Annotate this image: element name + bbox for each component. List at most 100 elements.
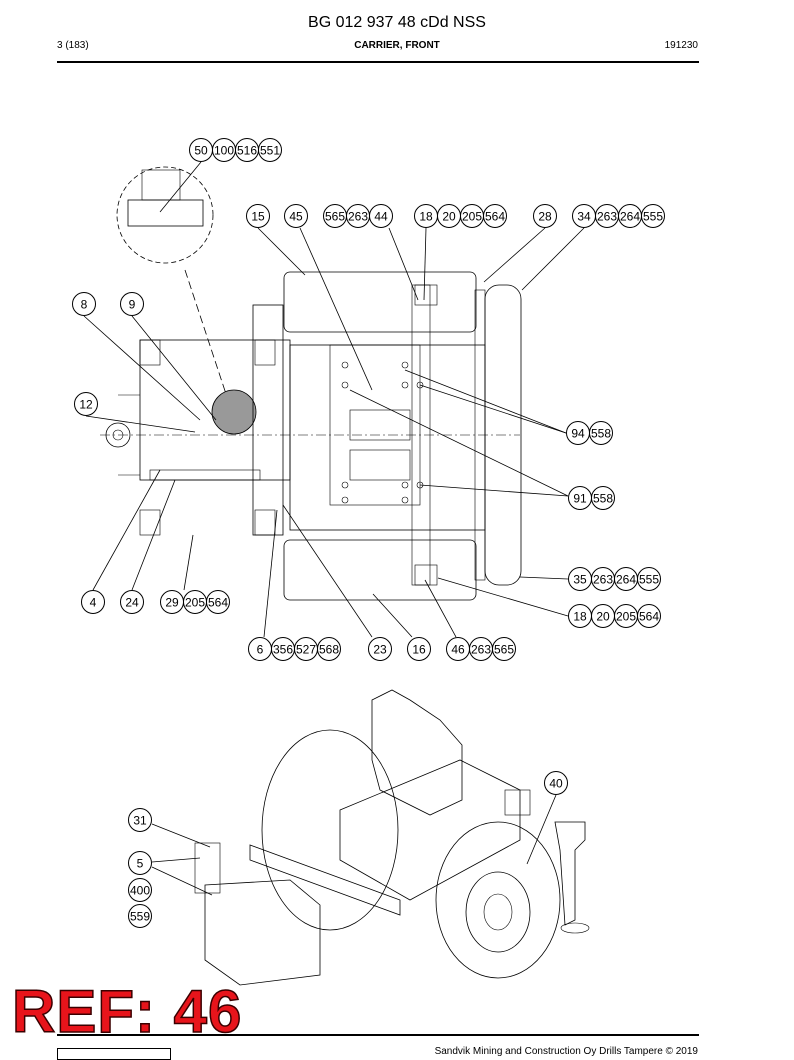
callout-label: 205 bbox=[462, 210, 482, 224]
callout-group-g24: 5 bbox=[128, 851, 152, 875]
wheel-hub bbox=[483, 893, 513, 931]
callout-label: 100 bbox=[214, 144, 234, 158]
bracket-upper-axle bbox=[414, 284, 438, 306]
callout-label: 28 bbox=[538, 210, 552, 224]
callout-label: 50 bbox=[194, 144, 208, 158]
callout-label: 564 bbox=[639, 610, 659, 624]
bracket-lower-axle bbox=[414, 564, 438, 586]
callout-group-g12: 91 558 bbox=[568, 486, 615, 510]
bracket-upper-left bbox=[139, 339, 161, 366]
bolt-holes bbox=[341, 361, 424, 504]
ref-stamp: REF: 46 bbox=[11, 978, 243, 1045]
callout-label: 356 bbox=[273, 643, 293, 657]
callout-label: 16 bbox=[412, 643, 426, 657]
bracket-left bbox=[139, 509, 161, 536]
callout-label: 568 bbox=[319, 643, 339, 657]
upper-bracket bbox=[371, 689, 463, 816]
footer-logo bbox=[57, 1048, 171, 1060]
callout-label: 205 bbox=[616, 610, 636, 624]
callout-label: 558 bbox=[591, 427, 611, 441]
callout-bubble bbox=[369, 204, 393, 228]
callout-group-g16: 24 bbox=[120, 590, 144, 614]
callout-label: 40 bbox=[549, 777, 563, 791]
callout-bubble bbox=[483, 204, 507, 228]
callout-bubble bbox=[284, 204, 308, 228]
detail-circle bbox=[116, 166, 214, 264]
header-rule bbox=[57, 61, 699, 63]
callout-label: 46 bbox=[451, 643, 465, 657]
callout-label: 263 bbox=[471, 643, 491, 657]
tow-eye bbox=[105, 422, 131, 448]
callout-label: 94 bbox=[571, 427, 585, 441]
section-title: CARRIER, FRONT bbox=[354, 40, 440, 51]
callout-bubble bbox=[637, 567, 661, 591]
page-number: 3 (183) bbox=[57, 40, 89, 51]
callout-label: 44 bbox=[374, 210, 388, 224]
callout-label: 12 bbox=[79, 398, 93, 412]
axle-block-2 bbox=[349, 449, 411, 481]
callout-label: 8 bbox=[81, 298, 88, 312]
callout-label: 91 bbox=[573, 492, 587, 506]
callout-bubble bbox=[544, 771, 568, 795]
callout-bubble bbox=[206, 590, 230, 614]
callout-group-g10: 12 bbox=[74, 392, 98, 416]
leader-lines-iso bbox=[151, 794, 557, 896]
callout-label: 6 bbox=[257, 643, 264, 657]
callout-label: 9 bbox=[129, 298, 136, 312]
callout-group-g23: 31 bbox=[128, 808, 152, 832]
axle-frame bbox=[289, 344, 486, 531]
callout-group-g8: 8 bbox=[72, 292, 96, 316]
callout-bubble bbox=[591, 486, 615, 510]
leader-lines-top bbox=[83, 161, 585, 638]
detail-part bbox=[127, 199, 204, 227]
callout-bubble bbox=[128, 904, 152, 928]
callout-label: 516 bbox=[237, 144, 257, 158]
frame-beam bbox=[252, 304, 284, 536]
callout-label: 4 bbox=[90, 596, 97, 610]
callout-bubble bbox=[407, 637, 431, 661]
callout-group-g19: 23 bbox=[368, 637, 392, 661]
callout-label: 15 bbox=[251, 210, 265, 224]
callout-bubble bbox=[317, 637, 341, 661]
jack-foot bbox=[560, 922, 590, 934]
callout-group-g20: 16 bbox=[407, 637, 431, 661]
callout-group-g9: 9 bbox=[120, 292, 144, 316]
callout-bubble bbox=[589, 421, 613, 445]
callout-bubble bbox=[492, 637, 516, 661]
callout-label: 35 bbox=[573, 573, 587, 587]
cross-beam bbox=[249, 844, 401, 916]
callout-label: 558 bbox=[593, 492, 613, 506]
side-block bbox=[504, 789, 531, 816]
callout-bubble bbox=[74, 392, 98, 416]
callout-group-g22: 40 bbox=[544, 771, 568, 795]
footer-copyright: Sandvik Mining and Construction Oy Drill… bbox=[434, 1046, 698, 1057]
callout-label: 565 bbox=[325, 210, 345, 224]
callout-label: 551 bbox=[260, 144, 280, 158]
callout-label: 5 bbox=[137, 857, 144, 871]
tow-bracket bbox=[194, 842, 221, 894]
callout-bubble bbox=[120, 292, 144, 316]
document-date: 191230 bbox=[664, 40, 698, 51]
callout-bubble bbox=[81, 590, 105, 614]
bracket-upper-right bbox=[254, 339, 276, 366]
callout-label: 263 bbox=[593, 573, 613, 587]
callout-label: 31 bbox=[133, 814, 147, 828]
callout-bubble bbox=[72, 292, 96, 316]
callout-label: 45 bbox=[289, 210, 303, 224]
tow-frame bbox=[204, 879, 321, 986]
callout-group-g15: 4 bbox=[81, 590, 105, 614]
detail-leader bbox=[184, 269, 229, 401]
callout-group-g2: 15 bbox=[246, 204, 270, 228]
wheel-rim bbox=[465, 871, 531, 953]
callout-group-g6: 28 bbox=[533, 204, 557, 228]
front-tyre bbox=[435, 821, 561, 979]
lower-rail bbox=[149, 469, 261, 481]
callout-bubble bbox=[120, 590, 144, 614]
tyre-top-lower bbox=[283, 539, 477, 601]
callout-label: 263 bbox=[348, 210, 368, 224]
